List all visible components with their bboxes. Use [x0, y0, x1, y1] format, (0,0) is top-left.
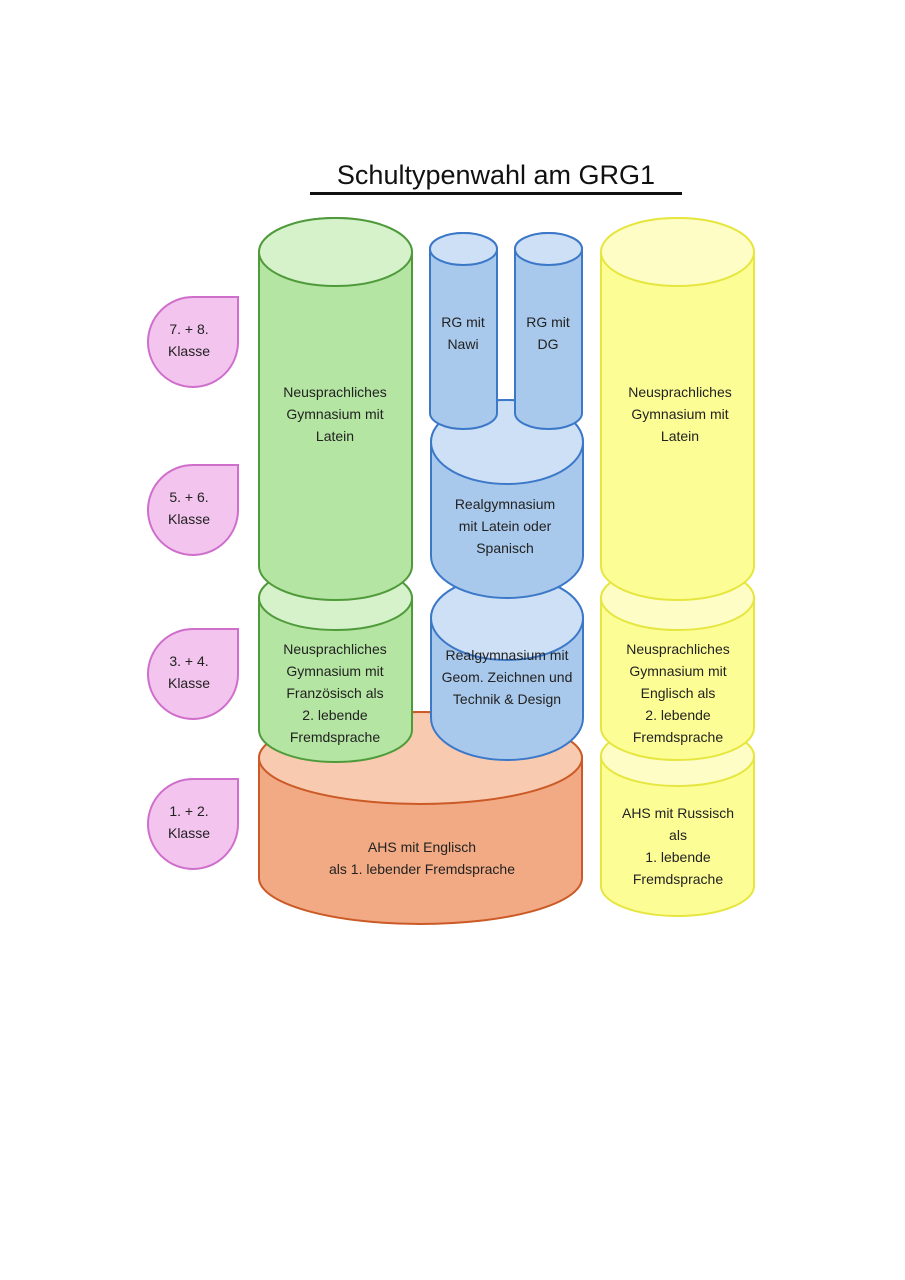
- green-lower-text-line: Neusprachliches: [283, 641, 387, 657]
- klasse-1-2-label-line: 1. + 2.: [169, 803, 208, 819]
- blue-middle-text-line: Realgymnasium: [455, 496, 555, 512]
- yellow-upper-text-line: Neusprachliches: [628, 384, 732, 400]
- klasse-5-6-label-line: 5. + 6.: [169, 489, 208, 505]
- green-upper-text-line: Latein: [316, 428, 354, 444]
- yellow-lower-text-line: Fremdsprache: [633, 871, 723, 887]
- blue-lower-cylinder: [430, 575, 584, 761]
- klasse-7-8-label: 7. + 8. Klasse: [168, 321, 210, 359]
- klasse-1-2-label: 1. + 2. Klasse: [168, 803, 210, 841]
- blue-lower-text-line: Technik & Design: [453, 691, 561, 707]
- title-underline: [310, 192, 682, 195]
- page-title: Schultypenwahl am GRG1: [336, 160, 656, 190]
- green-upper-text-line: Gymnasium mit: [286, 406, 383, 422]
- klasse-1-2-badge: [147, 778, 239, 870]
- yellow-lower-text-line: 1. lebende: [645, 849, 711, 865]
- blue-lower-text-line: Geom. Zeichnen und: [442, 669, 573, 685]
- klasse-3-4-label-line: 3. + 4.: [169, 653, 208, 669]
- yellow-middle-text-line: Gymnasium mit: [629, 663, 726, 679]
- rg-dg-text-line: RG mit: [526, 314, 570, 330]
- klasse-3-4-label-line: Klasse: [168, 675, 210, 691]
- green-lower-text-line: Gymnasium mit: [286, 663, 383, 679]
- yellow-middle-text-line: Englisch als: [641, 685, 716, 701]
- blue-lower-text-line: Realgymnasium mit: [446, 647, 569, 663]
- blue-middle-text-line: Spanisch: [476, 540, 534, 556]
- klasse-5-6-label: 5. + 6. Klasse: [168, 489, 210, 527]
- klasse-7-8-badge: [147, 296, 239, 388]
- green-upper-cylinder-top: [258, 217, 413, 287]
- orange-base-text-line: als 1. lebender Fremdsprache: [329, 861, 515, 877]
- yellow-upper-text-line: Gymnasium mit: [631, 406, 728, 422]
- yellow-lower-text-line: AHS mit Russisch: [622, 805, 734, 821]
- klasse-5-6-badge: [147, 464, 239, 556]
- klasse-7-8-label-line: Klasse: [168, 343, 210, 359]
- klasse-5-6-label-line: Klasse: [168, 511, 210, 527]
- klasse-3-4-label: 3. + 4. Klasse: [168, 653, 210, 691]
- yellow-upper-cylinder-top: [600, 217, 755, 287]
- yellow-middle-text-line: Neusprachliches: [626, 641, 730, 657]
- blue-middle-text-line: mit Latein oder: [459, 518, 552, 534]
- rg-nawi-text-line: Nawi: [447, 336, 478, 352]
- yellow-upper-text-line: Latein: [661, 428, 699, 444]
- yellow-lower-text-line: als: [669, 827, 687, 843]
- klasse-1-2-label-line: Klasse: [168, 825, 210, 841]
- orange-base-text-line: AHS mit Englisch: [368, 839, 476, 855]
- green-upper-cylinder: [258, 217, 413, 601]
- rg-dg-cylinder: [514, 232, 583, 430]
- orange-base-text: AHS mit Englisch als 1. lebender Fremdspr…: [329, 839, 515, 877]
- klasse-7-8-label-line: 7. + 8.: [169, 321, 208, 337]
- rg-nawi-cylinder-top: [429, 232, 498, 266]
- rg-dg-text-line: DG: [538, 336, 559, 352]
- green-lower-text-line: Fremdsprache: [290, 729, 380, 745]
- yellow-middle-text-line: Fremdsprache: [633, 729, 723, 745]
- green-lower-text-line: Französisch als: [286, 685, 383, 701]
- klasse-3-4-badge: [147, 628, 239, 720]
- yellow-upper-cylinder: [600, 217, 755, 601]
- rg-dg-cylinder-top: [514, 232, 583, 266]
- yellow-middle-text-line: 2. lebende: [645, 707, 711, 723]
- rg-nawi-text-line: RG mit: [441, 314, 485, 330]
- diagram-shapes: [147, 217, 755, 925]
- green-lower-text-line: 2. lebende: [302, 707, 368, 723]
- rg-nawi-cylinder: [429, 232, 498, 430]
- green-upper-text-line: Neusprachliches: [283, 384, 387, 400]
